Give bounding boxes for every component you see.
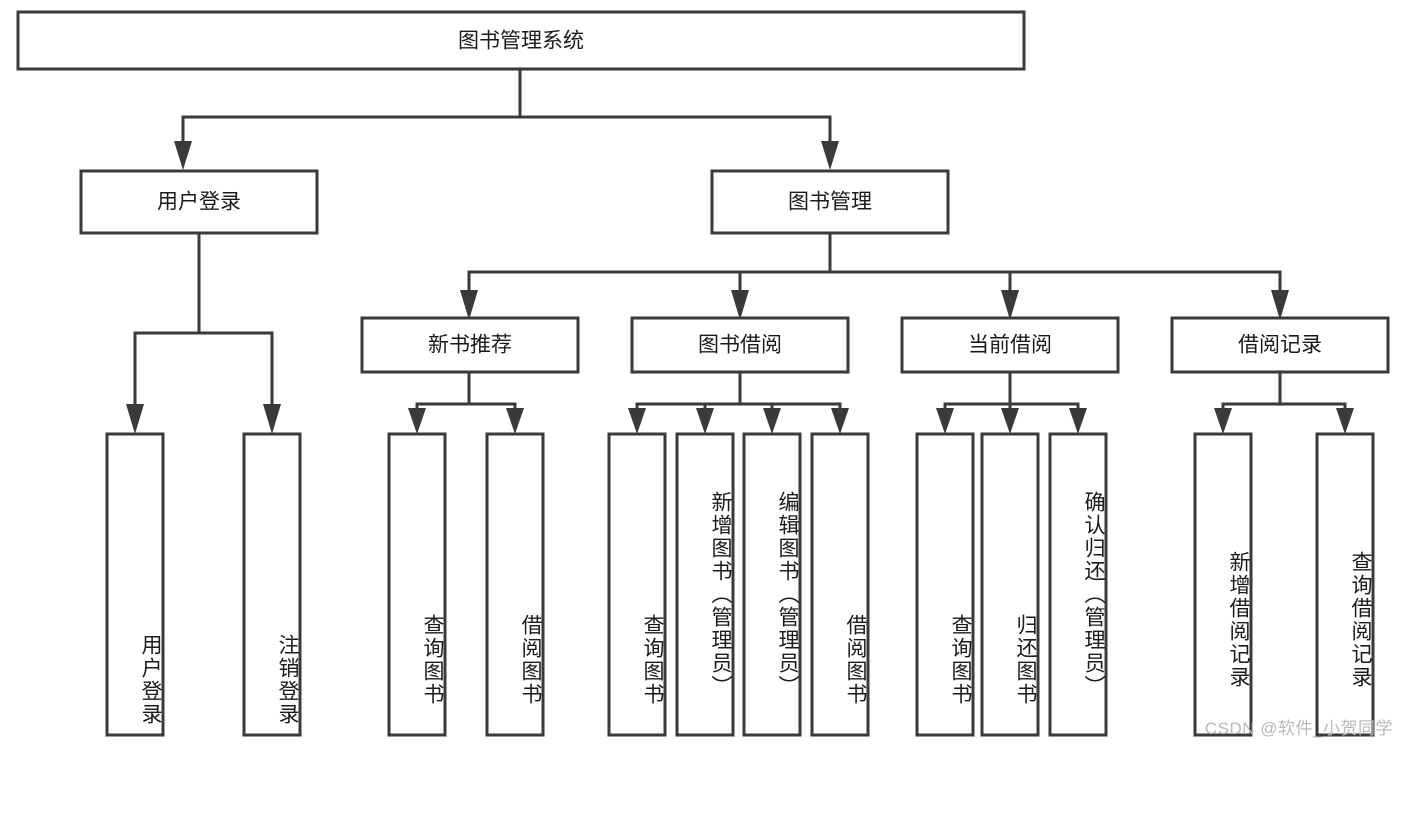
node-box-current-borrow[interactable] bbox=[900, 316, 1120, 374]
node-root-book-management-system[interactable]: 图书管理系统 bbox=[16, 10, 1026, 71]
connector-borrow-records-to-leaves bbox=[1214, 370, 1354, 434]
arrow-head-borrow-records-2 bbox=[1336, 408, 1354, 434]
arrow-head-current-borrow bbox=[1001, 290, 1019, 320]
node-user-login[interactable]: 用户登录 bbox=[79, 169, 319, 235]
arrow-head-book-borrow-4 bbox=[831, 408, 849, 434]
leaf-boxes-new-book bbox=[387, 432, 545, 737]
connector-book-borrow-to-leaves bbox=[628, 370, 849, 434]
leaf-box-user-login-1[interactable] bbox=[105, 432, 165, 737]
arrow-head-current-borrow-2 bbox=[1001, 408, 1019, 434]
arrow-head-user-login-2 bbox=[263, 404, 281, 434]
node-label-new-book-recommend: 新书推荐 bbox=[428, 334, 512, 357]
leaf-box-borrow-records-1[interactable] bbox=[1193, 432, 1253, 737]
connector-user-login-to-leaves bbox=[126, 231, 281, 434]
arrow-head-current-borrow-1 bbox=[936, 408, 954, 434]
arrow-head-borrow-records-1 bbox=[1214, 408, 1232, 434]
leaf-boxes-borrow-records bbox=[1193, 432, 1375, 737]
hierarchy-diagram-canvas: 图书管理系统 用户登录 图书管理 新书推荐 图书借阅 当前借阅 借阅记录 bbox=[16, 10, 1390, 737]
connector-book-mgmt-to-level3 bbox=[460, 231, 1289, 320]
leaf-box-new-book-1[interactable] bbox=[387, 432, 447, 737]
node-label-book-management: 图书管理 bbox=[788, 191, 872, 214]
leaf-box-new-book-2[interactable] bbox=[485, 432, 545, 737]
leaf-boxes-user-login bbox=[105, 432, 302, 737]
arrow-head-new-book bbox=[460, 290, 478, 320]
connector-current-borrow-to-leaves bbox=[936, 370, 1087, 434]
leaf-box-book-borrow-4[interactable] bbox=[810, 432, 870, 737]
arrow-head-book-borrow-1 bbox=[628, 408, 646, 434]
leaf-box-current-borrow-2[interactable] bbox=[980, 432, 1040, 737]
diagram-root: 图书管理系统 用户登录 图书管理 新书推荐 图书借阅 当前借阅 借阅记录 bbox=[16, 10, 1393, 738]
arrow-head-borrow-records bbox=[1271, 290, 1289, 320]
leaf-box-book-borrow-3[interactable] bbox=[742, 432, 802, 737]
leaf-box-current-borrow-3[interactable] bbox=[1048, 432, 1108, 737]
arrow-head-book-borrow-2 bbox=[696, 408, 714, 434]
leaf-box-current-borrow-1[interactable] bbox=[915, 432, 975, 737]
node-box-book-management[interactable] bbox=[710, 169, 950, 235]
leaf-box-book-borrow-2[interactable] bbox=[675, 432, 735, 737]
leaf-box-user-login-2[interactable] bbox=[242, 432, 302, 737]
node-box-new-book-recommend[interactable] bbox=[360, 316, 580, 374]
connector-root-to-level2 bbox=[174, 67, 839, 170]
node-box-root[interactable] bbox=[16, 10, 1026, 71]
node-box-borrow-records[interactable] bbox=[1170, 316, 1390, 374]
arrow-head-user-login-1 bbox=[126, 404, 144, 434]
node-label-book-borrow: 图书借阅 bbox=[698, 334, 782, 357]
node-label-user-login: 用户登录 bbox=[157, 191, 241, 214]
node-box-user-login[interactable] bbox=[79, 169, 319, 235]
arrow-head-book-mgmt bbox=[821, 141, 839, 170]
node-new-book-recommend[interactable]: 新书推荐 bbox=[360, 316, 580, 374]
leaf-boxes-book-borrow bbox=[607, 432, 870, 737]
node-label-borrow-records: 借阅记录 bbox=[1238, 334, 1322, 357]
node-book-management[interactable]: 图书管理 bbox=[710, 169, 950, 235]
node-label-current-borrow: 当前借阅 bbox=[968, 334, 1052, 357]
leaf-box-book-borrow-1[interactable] bbox=[607, 432, 667, 737]
arrow-head-new-book-2 bbox=[506, 408, 524, 434]
csdn-watermark: CSDN @软件_小贺同学 bbox=[1204, 719, 1393, 738]
arrow-head-book-borrow bbox=[731, 290, 749, 320]
arrow-head-current-borrow-3 bbox=[1069, 408, 1087, 434]
leaf-boxes-current-borrow bbox=[915, 432, 1108, 737]
connector-new-book-to-leaves bbox=[408, 370, 524, 434]
arrow-head-new-book-1 bbox=[408, 408, 426, 434]
leaf-box-borrow-records-2[interactable] bbox=[1315, 432, 1375, 737]
node-current-borrow[interactable]: 当前借阅 bbox=[900, 316, 1120, 374]
arrow-head-user-login bbox=[174, 141, 192, 170]
node-book-borrow[interactable]: 图书借阅 bbox=[630, 316, 850, 374]
node-box-book-borrow[interactable] bbox=[630, 316, 850, 374]
arrow-head-book-borrow-3 bbox=[763, 408, 781, 434]
node-borrow-records[interactable]: 借阅记录 bbox=[1170, 316, 1390, 374]
node-label-root: 图书管理系统 bbox=[458, 30, 584, 53]
